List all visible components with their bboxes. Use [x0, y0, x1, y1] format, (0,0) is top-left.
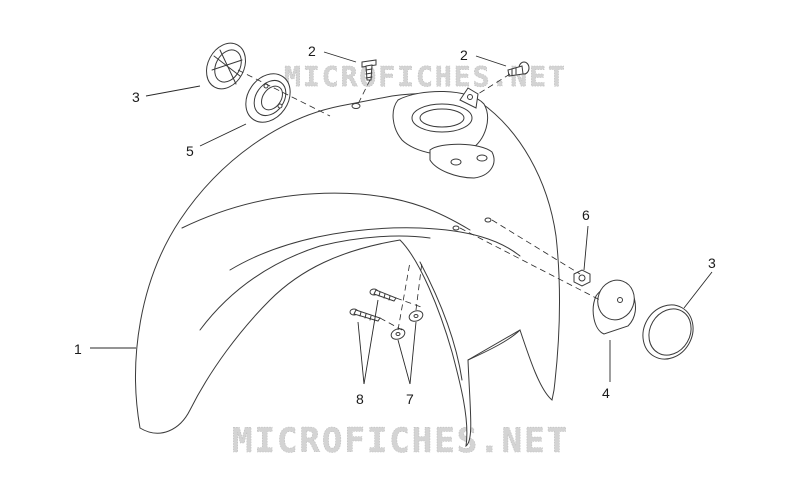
screw-lower-upper — [369, 288, 397, 302]
callout-3-left: 3 — [132, 89, 140, 105]
callout-1: 1 — [74, 341, 82, 357]
callout-3-right: 3 — [708, 255, 716, 271]
reflector-right — [642, 304, 694, 360]
watermark-top: MICROFICHES.NET — [284, 60, 567, 93]
reflector-left — [206, 42, 246, 90]
callout-2-left: 2 — [308, 43, 316, 59]
nut — [573, 269, 591, 287]
washer-upper — [408, 310, 424, 322]
callout-8: 8 — [356, 391, 364, 407]
screw-lower-lower — [349, 308, 381, 322]
washer-lower — [390, 328, 406, 340]
front-mudguard — [135, 87, 561, 448]
callout-5: 5 — [186, 143, 194, 159]
watermark-bottom: MICROFICHES.NET — [232, 421, 569, 461]
screw-top-left — [361, 59, 377, 81]
callout-6: 6 — [582, 207, 590, 223]
reflector-holder — [245, 73, 291, 123]
reflector-housing — [592, 279, 636, 335]
screw-top-right — [507, 61, 530, 77]
callout-7: 7 — [406, 391, 414, 407]
callout-2-right: 2 — [460, 47, 468, 63]
leader-lines — [90, 51, 713, 385]
callout-4: 4 — [602, 385, 610, 401]
assembly-axes — [237, 69, 601, 331]
